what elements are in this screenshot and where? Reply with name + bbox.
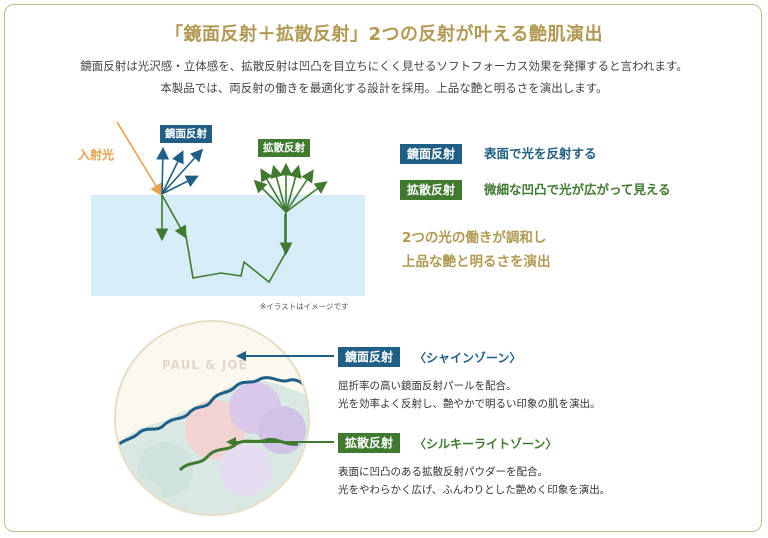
intro-line-1: 鏡面反射は光沢感・立体感を、拡散反射は凹凸を目立ちにくく見せるソフトフォーカス効… — [80, 59, 688, 73]
legend-diffuse-text: 微細な凹凸で光が広がって見える — [484, 182, 671, 197]
shine-zone-name: 〈シャインゾーン〉 — [414, 351, 522, 365]
diagram-diffuse-tag: 拡散反射 — [258, 139, 310, 157]
legend-diffuse-tag: 拡散反射 — [400, 180, 463, 200]
silky-zone-line-1: 表面に凹凸のある拡散反射パウダーを配合。 — [338, 466, 548, 478]
harmony-line-2: 上品な艶と明るさを演出 — [402, 254, 551, 270]
illustration-caption: ※イラストはイメージです — [260, 302, 349, 311]
page-title: 「鏡面反射＋拡散反射」2つの反射が叶える艶肌演出 — [165, 24, 603, 45]
intro-line-2: 本製品では、両反射の働きを最適化する設計を採用。上品な艶と明るさを演出します。 — [160, 81, 608, 95]
shine-zone-line-2: 光を効率よく反射し、艶やかで明るい印象の肌を演出。 — [338, 398, 601, 410]
silky-zone-line-2: 光をやわらかく広げ、ふんわりとした艶めく印象を演出。 — [338, 484, 611, 496]
content-frame — [4, 4, 762, 532]
silky-zone-tag: 拡散反射 — [338, 433, 401, 453]
compact-brand: PAUL & JOE — [162, 358, 248, 372]
shine-zone-tag: 鏡面反射 — [338, 347, 401, 367]
shine-zone-line-1: 屈折率の高い鏡面反射パールを配合。 — [338, 380, 517, 392]
silky-zone-name: 〈シルキーライトゾーン〉 — [414, 437, 558, 451]
legend-specular-tag: 鏡面反射 — [400, 144, 463, 164]
harmony-line-1: 2つの光の働きが調和し — [402, 230, 547, 246]
incident-light-label: 入射光 — [78, 148, 115, 162]
skin-surface — [91, 195, 365, 296]
legend-specular-text: 表面で光を反射する — [484, 146, 597, 161]
diagram-specular-tag: 鏡面反射 — [160, 125, 212, 143]
